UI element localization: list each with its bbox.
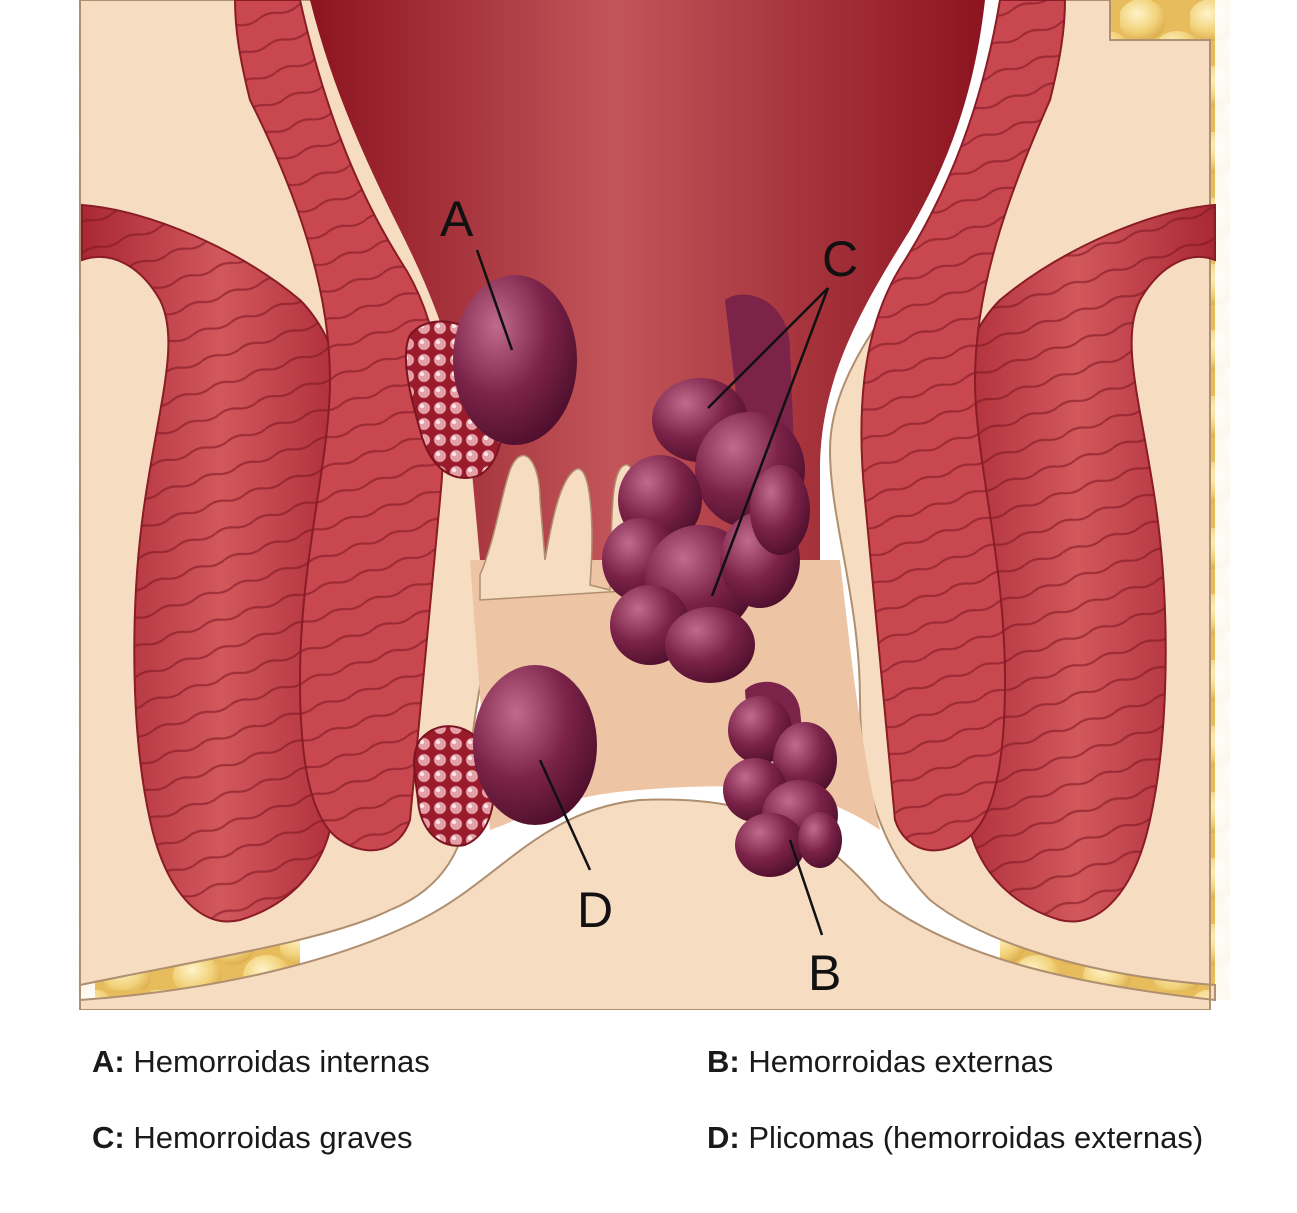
legend-key: A: bbox=[92, 1044, 125, 1079]
hemorrhoid-internal bbox=[453, 275, 577, 445]
legend: A: Hemorroidas internas B: Hemorroidas e… bbox=[0, 1010, 1297, 1213]
anatomy-illustration: A C D B bbox=[78, 0, 1230, 1010]
legend-text: Hemorroidas graves bbox=[133, 1120, 413, 1155]
leader-line-d bbox=[538, 759, 592, 871]
legend-key: D: bbox=[707, 1120, 740, 1155]
legend-text: Hemorroidas externas bbox=[748, 1044, 1054, 1079]
leader-line-b bbox=[788, 839, 824, 936]
legend-text: Plicomas (hemorroidas externas) bbox=[748, 1120, 1204, 1155]
marker-b: B bbox=[808, 945, 841, 1001]
leader-line-c2 bbox=[710, 287, 830, 597]
hemorrhoid-severe-cluster bbox=[602, 294, 810, 683]
legend-item-a: A: Hemorroidas internas bbox=[92, 1044, 430, 1080]
hemorrhoid-skin-tag bbox=[473, 665, 597, 825]
legend-text: Hemorroidas internas bbox=[133, 1044, 430, 1079]
hemorrhoid-external bbox=[723, 681, 842, 877]
marker-a: A bbox=[440, 191, 474, 247]
marker-d: D bbox=[577, 882, 613, 938]
legend-key: C: bbox=[92, 1120, 125, 1155]
leader-line-c1 bbox=[707, 287, 829, 409]
marker-c: C bbox=[822, 231, 858, 287]
legend-item-d: D: Plicomas (hemorroidas externas) bbox=[707, 1120, 1203, 1156]
legend-key: B: bbox=[707, 1044, 740, 1079]
leader-line-a bbox=[475, 249, 514, 351]
legend-item-b: B: Hemorroidas externas bbox=[707, 1044, 1053, 1080]
legend-item-c: C: Hemorroidas graves bbox=[92, 1120, 412, 1156]
